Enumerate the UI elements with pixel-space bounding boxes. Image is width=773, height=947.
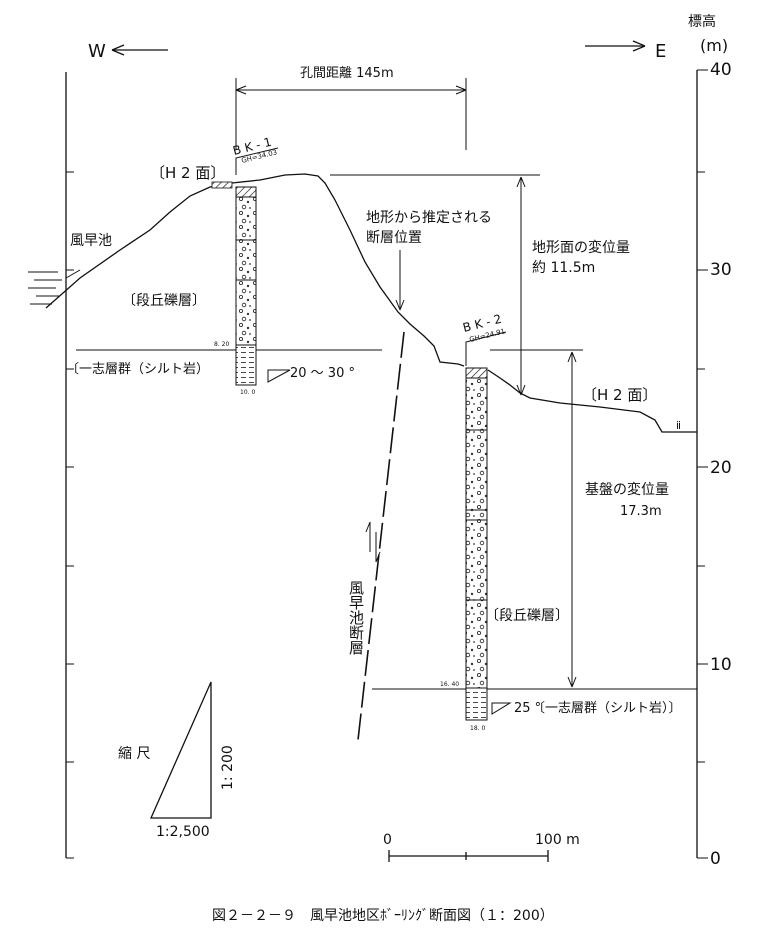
elevation-axis-unit: (m)	[700, 36, 728, 55]
elevation-axis: 標高 (m) 40 30 20 10 0	[688, 13, 732, 869]
figure-caption: 図２－２－９ 風早池地区ﾎﾞｰﾘﾝｸﾞ断面図（１：200）	[212, 908, 554, 924]
dip-label-west: 20 ～ 30 °	[290, 366, 355, 381]
topo-displacement-label-1: 地形面の変位量	[532, 239, 630, 256]
bedrock-label-west: 〔一志層群（シルト岩）	[66, 362, 209, 377]
terrace-gravel-label-west: 〔段丘礫層〕	[122, 293, 206, 309]
scale-triangle: 縮 尺 1: 200 1:2,500	[118, 681, 236, 840]
scale-label: 縮 尺	[118, 746, 150, 762]
horizontal-scale-100: 100 m	[535, 832, 580, 848]
horizontal-scale-zero: 0	[383, 832, 392, 848]
east-arrow: E	[585, 40, 666, 62]
scale-horizontal: 1:2,500	[156, 824, 210, 840]
elevation-tick-10: 10	[710, 655, 732, 675]
fault-estimate-label-1: 地形から推定される	[366, 210, 492, 226]
h2-surface-label-east: 〔H 2 面〕	[582, 386, 657, 404]
left-frame	[65, 72, 74, 859]
distance-label: 孔間距離 145m	[300, 66, 394, 81]
ground-profile-west	[45, 173, 465, 367]
scale-vertical: 1: 200	[220, 745, 236, 790]
topo-displacement-label-2: 約 11.5m	[532, 260, 595, 276]
fault-name-label: 風早池断層	[347, 580, 365, 655]
elevation-tick-30: 30	[710, 260, 732, 280]
dip-symbol-east	[491, 702, 512, 715]
bedrock-label-east: 〔一志層群（シルト岩）〕	[532, 701, 682, 716]
dip-label-east: 25 °	[514, 701, 541, 716]
borehole-bk2-bottom: 18. 0	[470, 725, 485, 732]
ground-profile-east	[487, 369, 697, 433]
borehole-bk2-depth: 16. 40	[440, 681, 459, 688]
west-label: W	[88, 41, 106, 62]
west-arrow: W	[88, 41, 168, 62]
ground-symbol: ⅱ	[676, 419, 681, 432]
pond-water	[28, 269, 81, 305]
borehole-bk2: B K - 2 GH=24.91 16. 40 18. 0	[440, 312, 507, 732]
elevation-tick-20: 20	[710, 458, 732, 478]
fault-estimate-label-2: 断層位置	[366, 230, 422, 246]
fault-line	[357, 331, 405, 741]
dip-symbol-west	[267, 369, 291, 383]
borehole-bk1-depth: 8. 20	[214, 341, 229, 348]
elevation-axis-title: 標高	[688, 13, 716, 30]
pond-label: 風早池	[70, 233, 112, 249]
elevation-tick-0: 0	[710, 849, 721, 869]
elevation-tick-40: 40	[710, 60, 732, 80]
distance-dimension: 孔間距離 145m	[235, 66, 467, 150]
basement-displacement-label-2: 17.3m	[620, 504, 662, 519]
fault-movement-arrows	[365, 521, 381, 563]
east-label: E	[655, 41, 666, 62]
svg-text:風早池断層: 風早池断層	[347, 580, 365, 655]
h2-surface-label-west: 〔H 2 面〕	[150, 164, 225, 182]
basement-displacement-label-1: 基盤の変位量	[585, 481, 669, 498]
terrace-gravel-label-east: 〔段丘礫層〕	[485, 608, 569, 624]
borehole-bk1-bottom: 10. 0	[240, 389, 255, 396]
horizontal-scale-bar: 0 100 m	[383, 832, 580, 862]
